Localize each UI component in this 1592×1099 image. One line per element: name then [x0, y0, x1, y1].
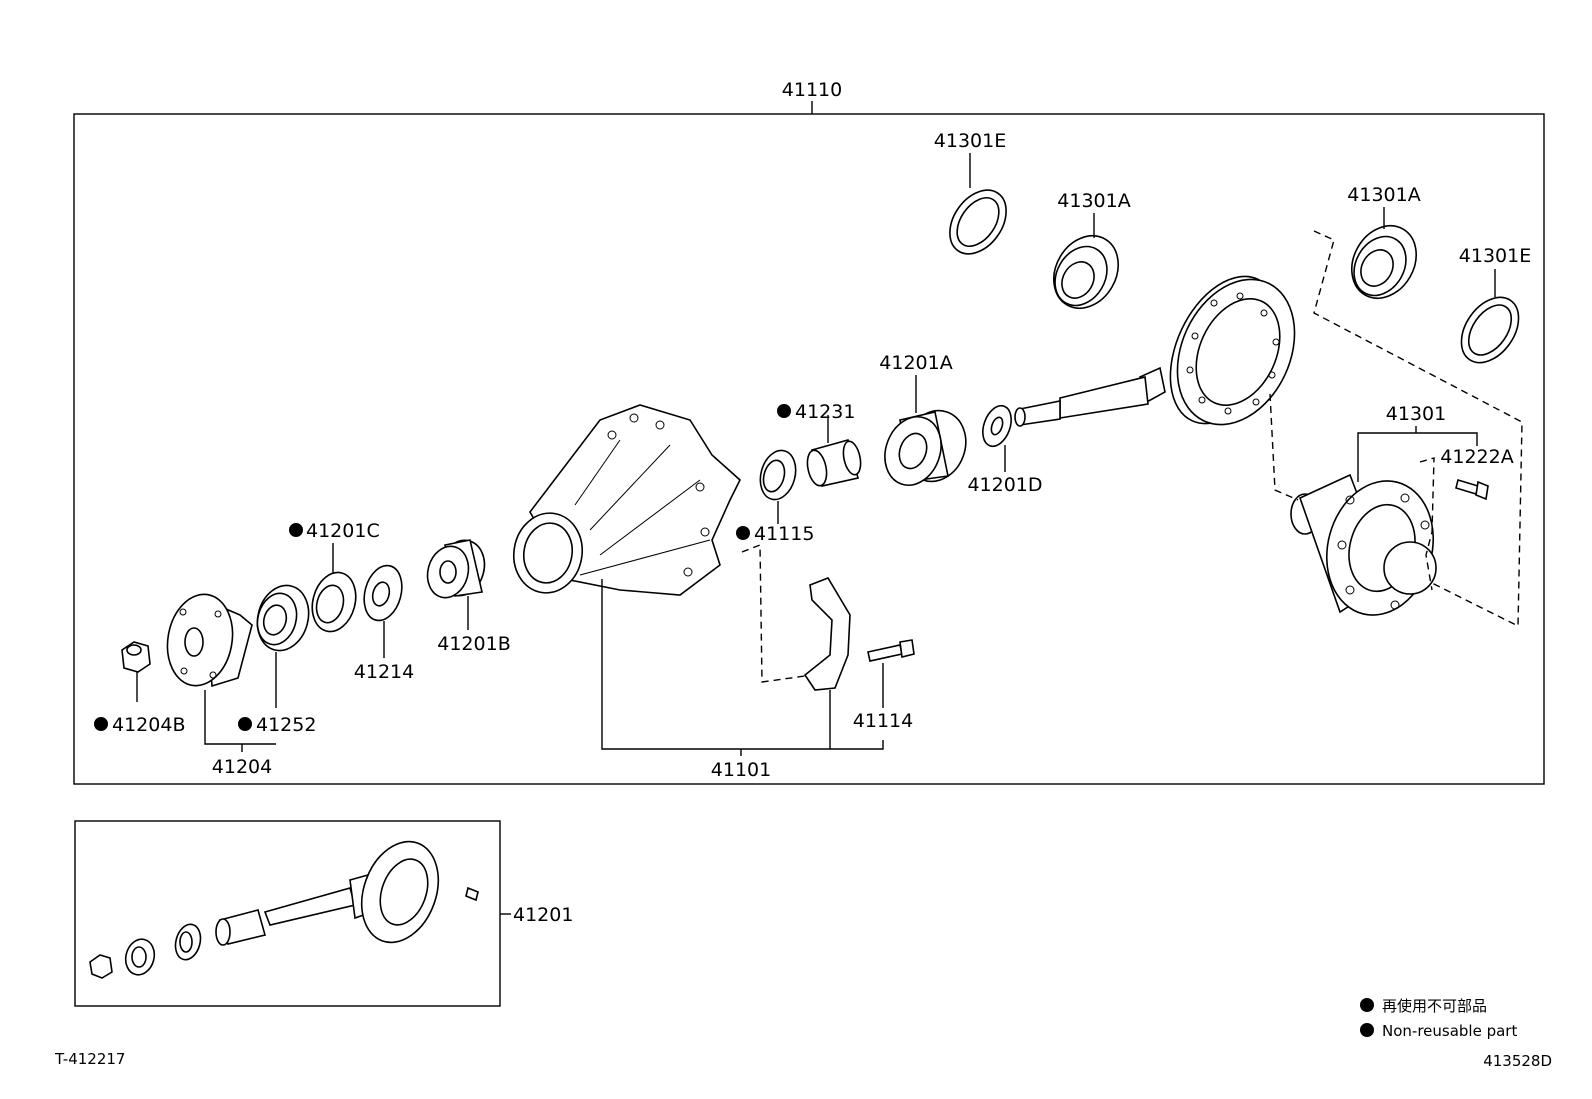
- part-41214-washer[interactable]: [358, 561, 407, 624]
- non-reusable-marker: [777, 404, 791, 418]
- part-41201D-washer[interactable]: [978, 402, 1017, 450]
- non-reusable-marker: [736, 526, 750, 540]
- part-41222A-bolt[interactable]: [1455, 478, 1489, 501]
- part-label: 41301A: [1057, 190, 1130, 212]
- part-41201C-seal[interactable]: [306, 568, 362, 637]
- part-41301A-bearing-right[interactable]: [1339, 214, 1429, 310]
- part-label: 41115: [754, 523, 814, 545]
- part-label: 41201C: [306, 520, 380, 542]
- part-label: 41252: [256, 714, 316, 736]
- part-label: 41114: [853, 710, 913, 732]
- part-label: 41201B: [437, 633, 510, 655]
- part-41115-oil-seal[interactable]: [755, 446, 801, 503]
- non-reusable-marker: [238, 717, 252, 731]
- non-reusable-marker: [94, 717, 108, 731]
- assembly-label[interactable]: 41110: [782, 79, 842, 101]
- part-41252-oil-seal[interactable]: [250, 580, 315, 657]
- legend-line-jp: 再使用不可部品: [1382, 997, 1487, 1015]
- legend-line-en: Non-reusable part: [1382, 1022, 1517, 1040]
- part-41301E-ring-top[interactable]: [938, 180, 1017, 265]
- part-41204B-nut[interactable]: [121, 641, 151, 673]
- part-41204-companion-flange[interactable]: [160, 589, 253, 691]
- part-label: 41201D: [967, 474, 1042, 496]
- part-41301A-bearing-mid[interactable]: [1041, 224, 1131, 320]
- assembly-frame: [73, 113, 1545, 785]
- part-label: 41222A: [1440, 446, 1513, 468]
- part-41301-differential-case[interactable]: [1290, 469, 1448, 627]
- part-41301E-ring-right[interactable]: [1450, 287, 1531, 374]
- part-label: 41231: [795, 401, 855, 423]
- sub-assembly-label[interactable]: 41201: [513, 904, 573, 926]
- part-differential-carrier-housing[interactable]: [508, 404, 741, 598]
- legend: 再使用不可部品 Non-reusable part: [1360, 997, 1517, 1040]
- footer-left-code: T-412217: [54, 1050, 125, 1068]
- part-label: 41204B: [112, 714, 185, 736]
- part-label: 41204: [212, 756, 272, 778]
- part-label: 41101: [711, 759, 771, 781]
- ring-gear-and-pinion[interactable]: [1014, 259, 1317, 444]
- legend-bullet: [1360, 1023, 1374, 1037]
- legend-bullet: [1360, 998, 1374, 1012]
- part-bearing-cap[interactable]: [803, 577, 851, 691]
- non-reusable-marker: [289, 523, 303, 537]
- footer-right-code: 413528D: [1483, 1052, 1552, 1070]
- part-label: 41301: [1386, 403, 1446, 425]
- part-label: 41301E: [934, 130, 1006, 152]
- part-41201A-bearing[interactable]: [876, 402, 976, 493]
- part-41201B-bearing[interactable]: [422, 535, 491, 602]
- part-41114-bolt[interactable]: [867, 639, 915, 662]
- part-label: 41301A: [1347, 184, 1420, 206]
- sub-assembly-parts-illustration[interactable]: [89, 831, 479, 979]
- part-label: 41201A: [879, 352, 952, 374]
- part-label: 41301E: [1459, 245, 1531, 267]
- part-41231-spacer[interactable]: [804, 439, 863, 488]
- part-label: 41214: [354, 661, 414, 683]
